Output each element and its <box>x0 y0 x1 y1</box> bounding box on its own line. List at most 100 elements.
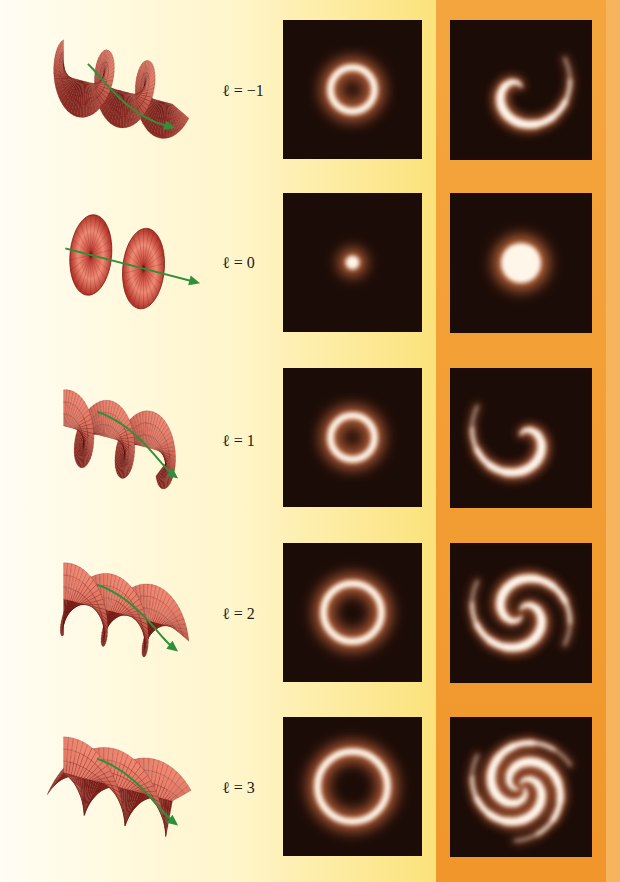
spiral-arm <box>553 801 560 819</box>
intensity-panel <box>283 543 422 682</box>
helix-facet <box>60 78 67 81</box>
helix-facet <box>126 801 128 814</box>
spiral-arm <box>565 601 570 622</box>
helix-facet <box>53 780 61 788</box>
mesh-line <box>71 255 91 270</box>
spiral-arm <box>477 799 490 814</box>
spiral-arm <box>538 819 554 834</box>
helix-facet <box>84 414 92 422</box>
dark-square <box>450 368 592 508</box>
helix-facet <box>169 451 176 456</box>
spiral-arm <box>565 58 570 81</box>
intensity-panel <box>283 717 422 856</box>
helix-facet <box>75 782 82 792</box>
spiral-halo <box>472 578 570 647</box>
mesh-line <box>76 255 91 287</box>
interference-panel <box>450 20 592 160</box>
helix-facet <box>162 477 165 489</box>
ring-core <box>331 416 375 460</box>
spiral-arm-halo <box>553 801 560 819</box>
spiral-arm <box>533 743 554 749</box>
mesh-line <box>91 223 106 255</box>
helix-facet <box>64 761 67 774</box>
mesh-line <box>129 269 144 301</box>
helix-facet <box>109 428 115 438</box>
helix-facet <box>64 612 66 624</box>
spiral-arm-halo <box>565 58 570 81</box>
spiral-arm <box>565 622 570 645</box>
helix-facet <box>62 623 64 636</box>
wavefront-figures <box>47 40 200 837</box>
mode-label: ℓ = 2 <box>222 604 255 623</box>
helical-wavefront <box>60 563 189 657</box>
ring-core <box>331 68 375 112</box>
helix-facet <box>161 102 164 114</box>
helix-facet <box>64 612 67 624</box>
propagation-arrow <box>88 64 172 127</box>
helix-facet <box>144 758 149 770</box>
mode-label: ℓ = 1 <box>222 431 255 450</box>
beam-halo <box>339 249 367 277</box>
ring-halo <box>318 752 388 822</box>
spiral-core <box>472 743 570 841</box>
helix-facet <box>121 466 124 478</box>
spiral-arm-halo <box>477 799 490 814</box>
mesh-line <box>123 269 144 274</box>
helix-facet <box>62 624 64 636</box>
helix-facet <box>170 103 175 112</box>
helix-facet <box>80 81 83 93</box>
helix-facet <box>62 53 64 65</box>
spiral-arm <box>472 581 477 604</box>
ring-halo <box>324 584 382 642</box>
helix-facet <box>127 802 130 814</box>
mode-label: ℓ = 3 <box>222 778 255 797</box>
mesh-line <box>70 255 91 260</box>
spiral-arm <box>472 429 477 450</box>
helix-facet <box>86 792 89 804</box>
mode-label: ℓ = 0 <box>222 253 255 272</box>
mesh-line <box>85 218 90 255</box>
helix-facet <box>67 79 74 82</box>
helix-facet <box>129 93 135 101</box>
background-left <box>0 0 436 882</box>
helix-facet <box>84 778 87 791</box>
helix-facet <box>135 766 144 777</box>
helix-facet <box>125 814 127 827</box>
arrow-head <box>164 120 176 130</box>
helix-facet <box>61 624 63 636</box>
helix-facet <box>124 454 125 466</box>
spiral-arm <box>513 743 532 746</box>
helix-facet <box>84 803 86 816</box>
spiral-arm <box>515 834 537 841</box>
helix-facet <box>150 438 156 448</box>
helix-facet <box>128 437 135 442</box>
beam-spot <box>346 256 360 270</box>
helix-facet <box>174 609 182 618</box>
spiral-core <box>472 578 570 647</box>
arrow-head <box>166 641 178 652</box>
dark-square <box>283 717 422 856</box>
ring-core <box>324 584 382 642</box>
helix-facet <box>61 623 64 635</box>
propagation-arrow <box>97 759 175 823</box>
spiral-arm-halo <box>477 450 490 465</box>
helix-facet <box>54 78 61 83</box>
helix-facet <box>150 791 159 796</box>
helix-facet <box>98 604 106 609</box>
mesh-line <box>90 255 91 295</box>
helix-facet <box>81 443 84 455</box>
helix-facet <box>146 93 153 98</box>
helix-facet <box>81 456 83 468</box>
dark-square <box>450 543 592 683</box>
spiral-arm-halo <box>472 755 477 778</box>
helix-facet <box>79 81 82 93</box>
spiral-arm-halo <box>472 406 477 429</box>
mesh-line <box>143 229 144 269</box>
helix-facet <box>87 792 91 804</box>
mesh-line <box>91 255 102 287</box>
dark-square <box>283 193 422 332</box>
helix-facet <box>124 789 127 802</box>
spiral-arm-halo <box>533 743 554 749</box>
helix-facet <box>78 419 85 425</box>
